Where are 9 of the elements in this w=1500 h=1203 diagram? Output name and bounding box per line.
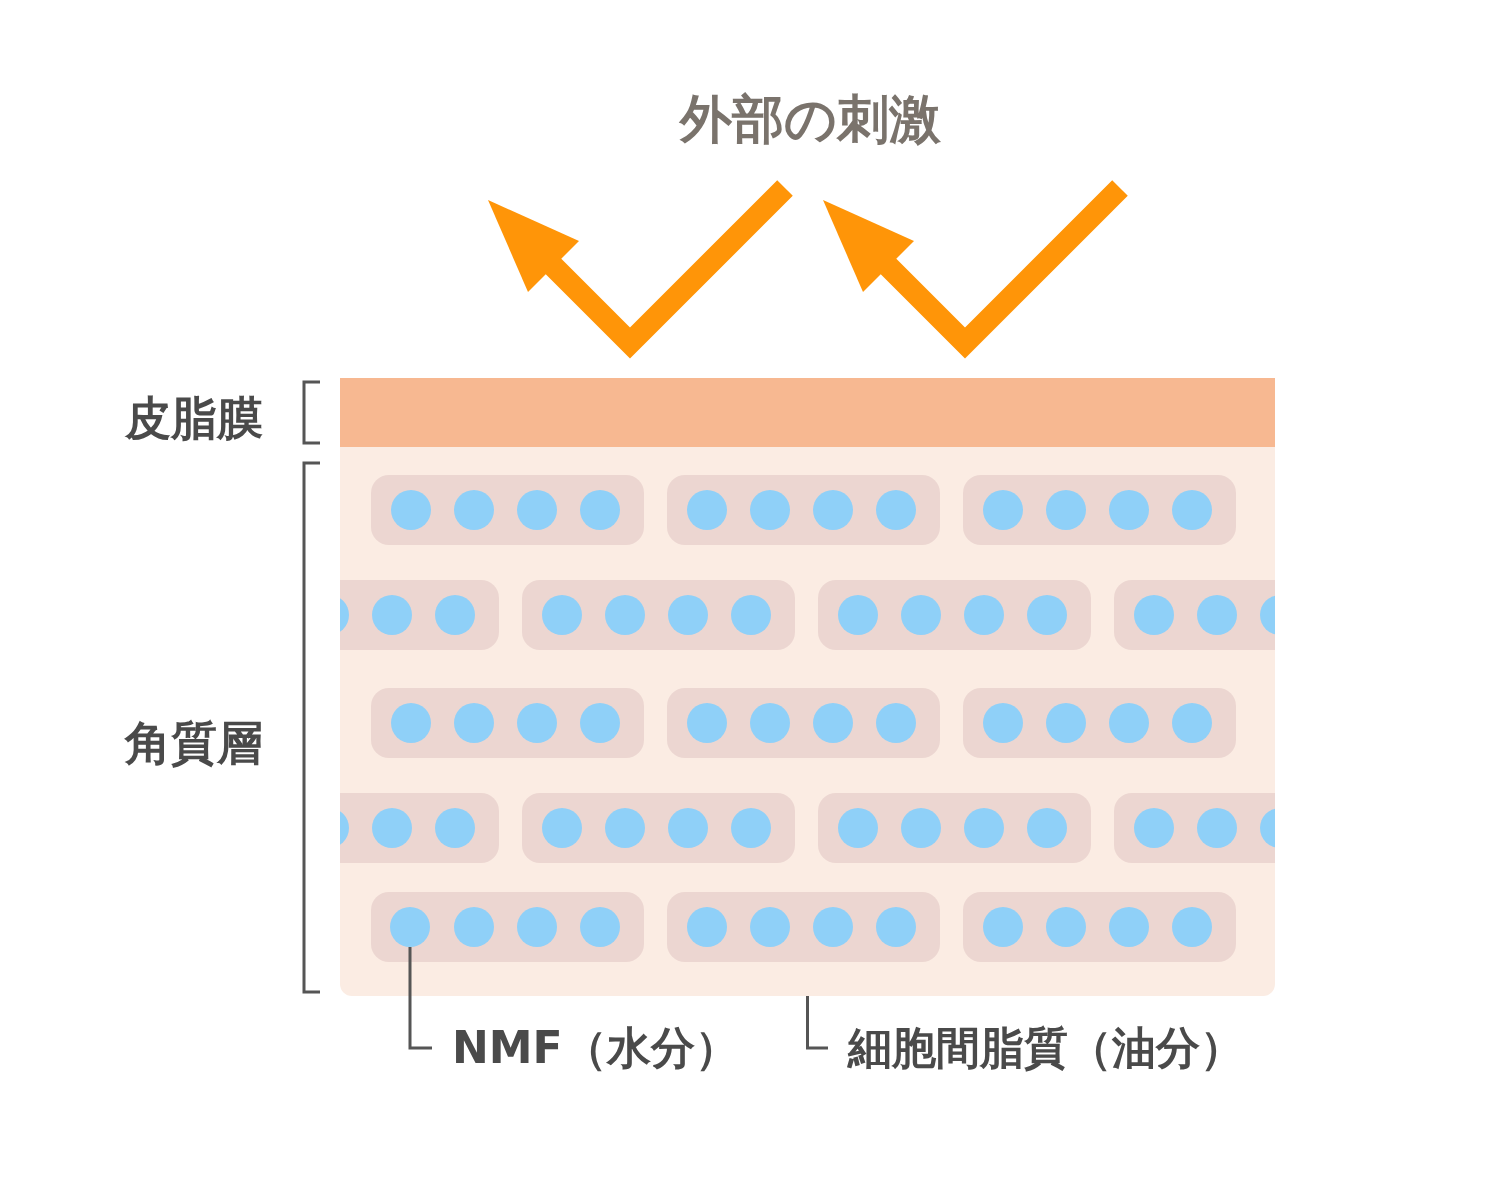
layer-label: 皮脂膜: [125, 390, 263, 447]
stratum-corneum-panel: [340, 447, 1275, 996]
callout-text: 細胞間脂質（油分）: [848, 1020, 1268, 1076]
leader-line: [806, 996, 828, 1050]
layer-label: 角質層: [125, 715, 263, 772]
leader-line: [408, 947, 432, 1050]
callout-text: NMF（水分）: [452, 1020, 732, 1076]
sebum-layer-band: [340, 378, 1275, 447]
title: 外部の刺激: [678, 88, 942, 151]
